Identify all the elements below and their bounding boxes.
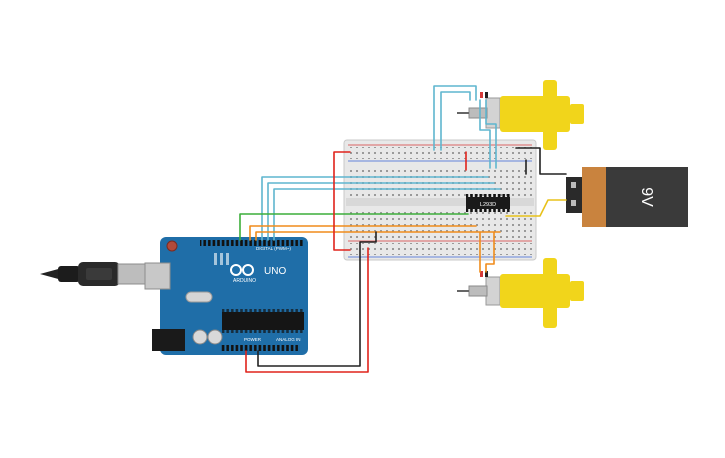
wire-red[interactable]	[333, 151, 351, 251]
usb-cable[interactable]	[40, 262, 147, 286]
arduino-board[interactable]: UNO ARDUINO DIGITAL (PWM~) POWER ANALOG …	[144, 237, 308, 355]
atmega-chip	[222, 312, 304, 330]
battery-9v[interactable]: 9V	[566, 167, 688, 227]
wire-cyan[interactable]	[479, 99, 491, 169]
battery-label: 9V	[638, 187, 655, 207]
power-label: POWER	[244, 337, 262, 342]
wire-black[interactable]	[257, 231, 377, 367]
crystal-oscillator	[185, 291, 213, 303]
wire-cyan[interactable]	[261, 176, 489, 241]
wire-cyan[interactable]	[440, 91, 471, 151]
breadboard[interactable]	[343, 139, 537, 261]
usb-port	[144, 262, 171, 290]
wire-orange[interactable]	[485, 231, 495, 273]
wire-red[interactable]	[245, 247, 369, 373]
chip-label: L293D	[480, 202, 496, 208]
arduino-logo-icon	[230, 264, 254, 276]
board-model: UNO	[264, 266, 286, 277]
dc-motor-top[interactable]	[457, 80, 584, 150]
capacitor-icon	[207, 329, 223, 345]
reset-button-icon[interactable]	[166, 240, 178, 252]
wire-orange[interactable]	[255, 231, 501, 241]
analog-label: ANALOG IN	[276, 337, 301, 342]
wire-cyan[interactable]	[433, 85, 477, 151]
capacitor-icon	[192, 329, 208, 345]
wire-yellow[interactable]	[505, 199, 567, 217]
digital-header[interactable]	[200, 240, 304, 246]
wire-cyan[interactable]	[267, 182, 495, 241]
power-analog-header[interactable]	[220, 345, 300, 351]
wire-black[interactable]	[515, 147, 567, 175]
board-brand: ARDUINO	[233, 278, 256, 284]
wire-cyan[interactable]	[273, 188, 501, 241]
wire-green[interactable]	[239, 213, 469, 241]
power-jack	[152, 329, 185, 351]
wire-orange[interactable]	[249, 225, 477, 241]
digital-label: DIGITAL (PWM~)	[256, 246, 291, 251]
dc-motor-bottom[interactable]	[457, 258, 584, 328]
wire-cyan[interactable]	[485, 99, 497, 169]
l293d-chip[interactable]: L293D	[466, 194, 510, 212]
